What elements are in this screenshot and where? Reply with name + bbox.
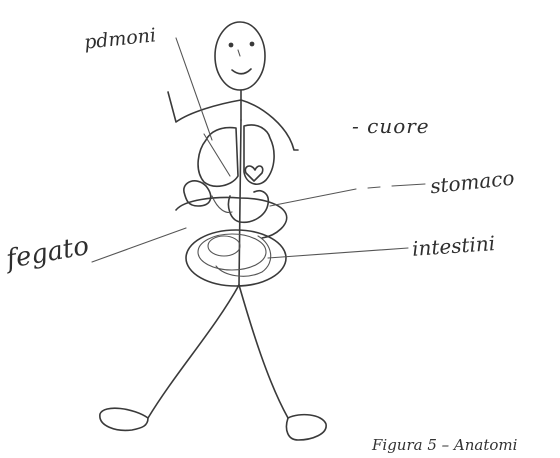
leader-line-stomaco [270, 184, 425, 206]
heart [245, 166, 262, 181]
right-leg [239, 285, 288, 418]
left-leg [148, 285, 239, 418]
label-cuore: - cuore [352, 114, 430, 138]
leader-line-intestini [268, 248, 408, 258]
trunk-outline [176, 198, 287, 239]
intestine-loop-inner [208, 236, 240, 256]
spine [239, 120, 241, 285]
right-eye [250, 42, 255, 47]
intestine-loop-outer [198, 234, 266, 270]
stomach [228, 191, 268, 223]
mouth [232, 69, 251, 74]
leader-line-fegato [92, 228, 186, 262]
nose [238, 50, 240, 56]
left-foot [100, 408, 148, 430]
left-eye [229, 43, 234, 48]
leader-line-polmoni [176, 38, 212, 140]
right-foot [286, 415, 326, 440]
figure-caption: Figura 5 – Anatomi [372, 436, 517, 454]
lung-shading [204, 134, 230, 176]
